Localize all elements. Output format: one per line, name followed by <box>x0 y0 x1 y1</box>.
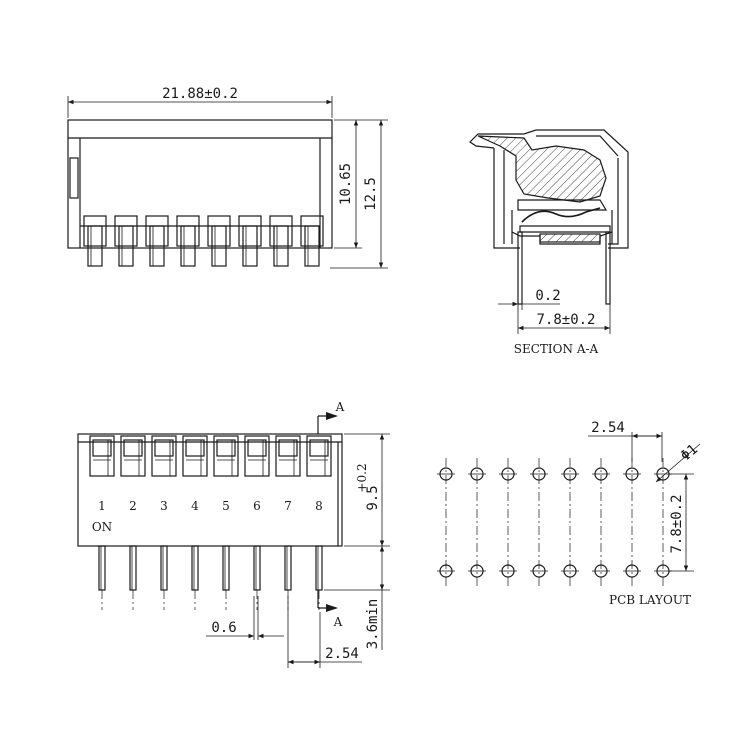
front-switch-actuator <box>247 439 267 457</box>
top-switch <box>83 215 107 267</box>
top-switch <box>145 215 169 267</box>
on-label: ON <box>92 520 112 534</box>
top-switch <box>114 215 138 267</box>
front-switch <box>182 435 208 477</box>
top-width-label: 21.88±0.2 <box>162 86 238 102</box>
pcb-hole-column <box>561 458 579 588</box>
section-pin-thickness-dimension: 0.2 <box>498 288 561 334</box>
pcb-layout: 2.54 Φ1 7.8±0.2 PCB LAYOUT <box>437 420 701 607</box>
front-pin-length-dimension: 3.6min <box>324 546 390 650</box>
pcb-hole-column <box>468 458 486 588</box>
front-height-tolerance: +0.2 <box>355 463 369 492</box>
front-switch <box>89 435 115 477</box>
front-view-body <box>77 433 343 547</box>
front-switch-actuator <box>123 439 143 457</box>
pcb-row-span-label: 7.8±0.2 <box>669 494 685 553</box>
top-switch-pin <box>242 225 258 267</box>
pcb-hole-column <box>437 458 455 588</box>
switch-number: 7 <box>284 499 292 513</box>
front-pin <box>284 545 292 610</box>
section-housing <box>469 129 629 249</box>
pcb-hole-column <box>530 458 548 588</box>
top-switch-pin <box>87 225 103 267</box>
switch-number: 8 <box>315 499 323 513</box>
front-height-label: 9.5 <box>365 485 381 510</box>
front-switch <box>151 435 177 477</box>
top-view-switches <box>83 215 324 267</box>
pcb-hole-dia-label: Φ1 <box>678 441 701 464</box>
front-pitch-label: 2.54 <box>325 646 359 662</box>
switch-number: 3 <box>160 499 168 513</box>
top-switch-pin <box>180 225 196 267</box>
front-switch-actuator <box>309 439 329 457</box>
top-switch <box>238 215 262 267</box>
top-switch <box>300 215 324 267</box>
front-pin <box>129 545 137 610</box>
front-switch <box>306 435 332 477</box>
top-height-outer-label: 12.5 <box>363 177 379 211</box>
pcb-row-span-dimension: 7.8±0.2 <box>668 473 694 572</box>
section-marker-bottom-label: A <box>333 615 343 629</box>
front-switch-actuator <box>185 439 205 457</box>
top-switch-pin <box>304 225 320 267</box>
front-switch <box>213 435 239 477</box>
front-pin <box>191 545 199 610</box>
front-switch-actuator <box>216 439 236 457</box>
front-switch <box>244 435 270 477</box>
front-pin-length-label: 3.6min <box>365 599 381 650</box>
top-switch-pin <box>273 225 289 267</box>
section-pin-thickness-label: 0.2 <box>535 288 560 304</box>
top-switch-pin <box>211 225 227 267</box>
pcb-hole-column <box>499 458 517 588</box>
front-pin <box>222 545 230 610</box>
front-switch-actuator <box>154 439 174 457</box>
front-pin <box>160 545 168 610</box>
top-view: 21.88±0.2 10.65 12.5 <box>67 86 388 269</box>
section-pin-span-dimension: 7.8±0.2 <box>518 304 611 334</box>
section-marker-top: A <box>317 400 345 434</box>
top-switch <box>176 215 200 267</box>
pcb-pitch-label: 2.54 <box>591 420 625 436</box>
pcb-caption: PCB LAYOUT <box>609 593 691 607</box>
front-pin <box>315 545 323 610</box>
section-caption: SECTION A-A <box>514 342 599 356</box>
front-switch <box>275 435 301 477</box>
front-view-pins <box>98 545 323 610</box>
front-pin <box>98 545 106 610</box>
front-view: 1 2 3 4 5 6 7 8 ON A A 9.5 +0.2 <box>77 400 390 668</box>
switch-numbers: 1 2 3 4 5 6 7 8 <box>98 499 323 513</box>
top-switch <box>269 215 293 267</box>
section-pins <box>517 231 611 305</box>
front-pin-width-dimension: 0.6 <box>206 596 284 640</box>
top-switch-pin <box>149 225 165 267</box>
front-pin <box>253 545 261 610</box>
pcb-hole-column <box>623 458 641 588</box>
pcb-pitch-dimension: 2.54 <box>588 420 663 462</box>
front-pitch-dimension: 2.54 <box>287 596 362 668</box>
front-switch-actuator <box>278 439 298 457</box>
pcb-holes <box>437 458 672 588</box>
switch-number: 5 <box>222 499 230 513</box>
front-height-dimension: 9.5 +0.2 <box>344 433 390 547</box>
switch-number: 4 <box>191 499 199 513</box>
switch-number: 1 <box>98 499 106 513</box>
front-view-switches <box>89 435 332 477</box>
section-pin-span-label: 7.8±0.2 <box>536 312 595 328</box>
pcb-hole-column <box>592 458 610 588</box>
section-view: 0.2 7.8±0.2 SECTION A-A <box>469 129 629 356</box>
top-switch-pin <box>118 225 134 267</box>
section-marker-bottom: A <box>317 590 343 629</box>
top-height-dimensions: 10.65 12.5 <box>330 119 388 269</box>
front-switch-actuator <box>92 439 112 457</box>
top-width-dimension: 21.88±0.2 <box>67 86 333 118</box>
top-height-inner-label: 10.65 <box>338 163 354 205</box>
switch-number: 6 <box>253 499 261 513</box>
front-switch <box>120 435 146 477</box>
section-marker-top-label: A <box>335 400 345 414</box>
front-pin-width-label: 0.6 <box>211 620 236 636</box>
top-switch <box>207 215 231 267</box>
switch-number: 2 <box>129 499 137 513</box>
